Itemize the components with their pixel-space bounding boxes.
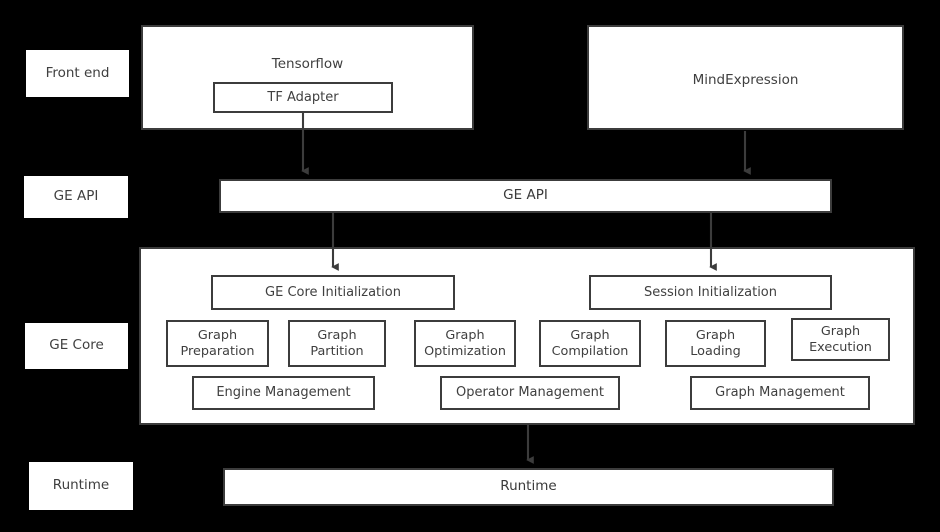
graph-compilation-label: Graph Compilation [551,328,629,359]
ge-api-bar-label: GE API [503,187,548,204]
stage-label-ge-api: GE API [24,176,128,218]
tensorflow-container: Tensorflow [141,25,474,130]
graph-optimization-label: Graph Optimization [424,328,506,359]
graph-preparation-box[interactable]: Graph Preparation [166,320,269,367]
graph-management-label: Graph Management [715,385,845,401]
stage-label-runtime-text: Runtime [52,477,110,494]
graph-loading-label: Graph Loading [690,328,741,359]
engine-management-box[interactable]: Engine Management [192,376,375,410]
runtime-bar-label: Runtime [500,478,557,495]
graph-execution-label: Graph Execution [809,324,872,355]
stage-label-ge-core: GE Core [25,323,128,369]
graph-partition-box[interactable]: Graph Partition [288,320,386,367]
operator-management-box[interactable]: Operator Management [440,376,620,410]
ge-api-bar[interactable]: GE API [219,179,832,213]
operator-management-label: Operator Management [456,385,604,401]
graph-loading-box[interactable]: Graph Loading [665,320,766,367]
tf-adapter-label: TF Adapter [267,89,339,105]
stage-label-runtime: Runtime [29,462,133,510]
session-initialization-box[interactable]: Session Initialization [589,275,832,310]
graph-optimization-box[interactable]: Graph Optimization [414,320,516,367]
ge-core-initialization-box[interactable]: GE Core Initialization [211,275,455,310]
mindexpression-title: MindExpression [692,72,799,88]
mindexpression-container: MindExpression [587,25,904,130]
runtime-bar[interactable]: Runtime [223,468,834,506]
tensorflow-title: Tensorflow [271,56,344,72]
stage-label-front-end: Front end [26,50,129,97]
graph-partition-label: Graph Partition [310,328,364,359]
session-initialization-label: Session Initialization [643,284,777,300]
tf-adapter-box[interactable]: TF Adapter [213,82,393,113]
stage-label-front-end-text: Front end [45,64,110,81]
graph-compilation-box[interactable]: Graph Compilation [539,320,641,367]
stage-label-ge-core-text: GE Core [49,337,104,354]
graph-preparation-label: Graph Preparation [180,328,255,359]
graph-execution-box[interactable]: Graph Execution [791,318,890,361]
ge-core-initialization-label: GE Core Initialization [265,284,401,300]
stage-label-ge-api-text: GE API [53,188,99,205]
graph-management-box[interactable]: Graph Management [690,376,870,410]
engine-management-label: Engine Management [216,385,351,401]
